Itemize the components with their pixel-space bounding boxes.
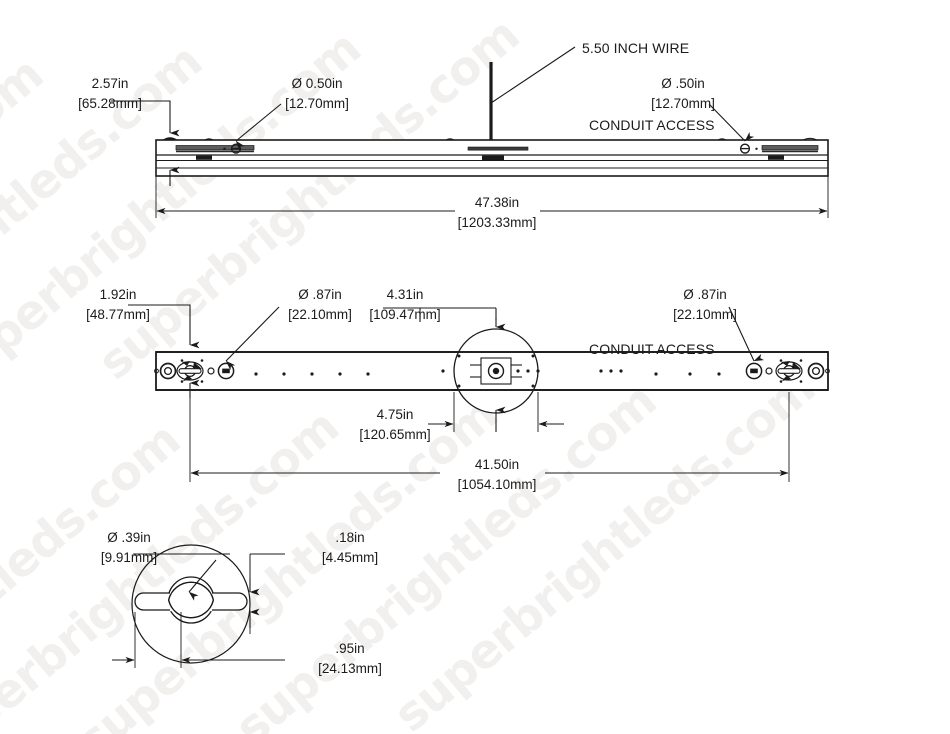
- dimension-label-overall-length: 47.38in [1203.33mm]: [427, 193, 567, 232]
- dimension-value-mm: [65.28mm]: [78, 95, 142, 111]
- dimension-value-in: Ø .87in: [683, 287, 727, 302]
- view-top-leaders: [111, 46, 755, 186]
- dimension-value-mm: [48.77mm]: [86, 306, 150, 322]
- dimension-value-mm: [4.45mm]: [321, 549, 379, 565]
- dimension-value-mm: [120.65mm]: [359, 426, 431, 442]
- dimension-label-hole-right-top: Ø .50in [12.70mm]: [618, 74, 748, 113]
- dimension-mounting-span: [189, 392, 790, 482]
- dimension-label-hole-left-top: Ø 0.50in [12.70mm]: [252, 74, 382, 113]
- dimension-value-in: Ø 0.50in: [291, 76, 343, 91]
- dimension-value-in: 47.38in: [474, 195, 520, 210]
- dimension-label-keyhole-diameter: Ø .39in [9.91mm]: [64, 528, 194, 567]
- dimension-value-mm: [9.91mm]: [100, 549, 158, 565]
- note-conduit-access-top: CONDUIT ACCESS: [589, 117, 715, 133]
- dimension-value-mm: [1203.33mm]: [457, 214, 537, 230]
- dimension-label-end-offset-plan: 1.92in [48.77mm]: [48, 285, 188, 324]
- dimension-label-boss-diameter: 4.31in [109.47mm]: [330, 285, 480, 324]
- dimension-value-mm: [12.70mm]: [285, 95, 349, 111]
- dimension-value-mm: [24.13mm]: [318, 660, 382, 676]
- note-conduit-access-plan: CONDUIT ACCESS: [589, 341, 715, 357]
- dimension-value-in: 41.50in: [474, 457, 520, 472]
- dimension-label-slot-height: .18in [4.45mm]: [290, 528, 410, 567]
- dimension-label-hole-right-plan: Ø .87in [22.10mm]: [640, 285, 770, 324]
- view-top-fixture-body: [155, 62, 829, 177]
- dimension-label-slot-width: .95in [24.13mm]: [290, 639, 410, 678]
- dimension-value-in: Ø .87in: [298, 287, 342, 302]
- dimension-value-mm: [22.10mm]: [288, 306, 352, 322]
- dimension-value-mm: [1054.10mm]: [457, 476, 537, 492]
- dimension-label-hole-left-plan: Ø .87in [22.10mm]: [255, 285, 385, 324]
- dimension-value-in: .95in: [335, 641, 365, 656]
- dimension-value-in: .18in: [335, 530, 365, 545]
- dimension-value-mm: [12.70mm]: [651, 95, 715, 111]
- dimension-label-mounting-span: 41.50in [1054.10mm]: [427, 455, 567, 494]
- note-wire-length: 5.50 INCH WIRE: [582, 40, 690, 56]
- dimension-value-mm: [22.10mm]: [673, 306, 737, 322]
- dimension-value-in: Ø .50in: [661, 76, 705, 91]
- view-middle-fixture-plan: [154, 328, 830, 414]
- dimension-label-boss-offset: 4.75in [120.65mm]: [330, 405, 460, 444]
- dimension-value-mm: [109.47mm]: [369, 306, 441, 322]
- view-detail-keyhole: [112, 544, 285, 668]
- dimension-value-in: Ø .39in: [107, 530, 151, 545]
- dimension-value-in: 4.75in: [376, 407, 414, 422]
- dimension-overall-length: [155, 176, 829, 218]
- dimension-value-in: 1.92in: [99, 287, 137, 302]
- dimension-boss-offset: [428, 392, 564, 432]
- dimension-value-in: 2.57in: [91, 76, 129, 91]
- dimension-label-end-offset-top: 2.57in [65.28mm]: [40, 74, 180, 113]
- dimension-value-in: 4.31in: [386, 287, 424, 302]
